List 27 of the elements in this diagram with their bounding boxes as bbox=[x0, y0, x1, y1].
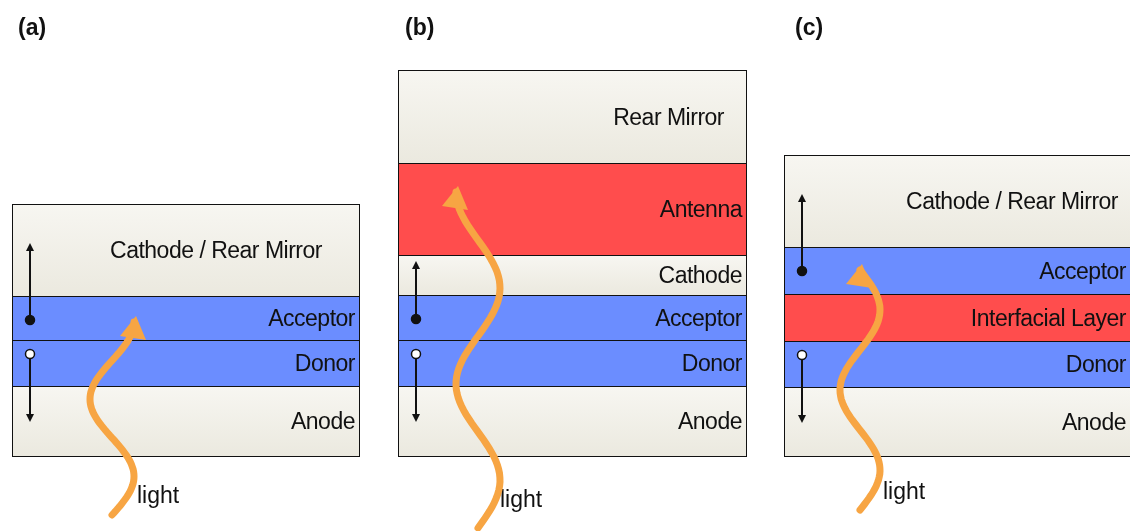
charge-arrow bbox=[410, 348, 422, 422]
layer-band: Rear Mirror bbox=[398, 70, 747, 164]
layer-band: Cathode / Rear Mirror bbox=[12, 204, 360, 297]
layer-band: Donor bbox=[12, 340, 360, 387]
charge-arrow bbox=[24, 243, 36, 326]
layer-band: Anode bbox=[12, 386, 360, 457]
layer-band: Antenna bbox=[398, 163, 747, 256]
light-label: light bbox=[883, 478, 926, 505]
layer-band: Acceptor bbox=[784, 247, 1130, 295]
layer-band: Anode bbox=[398, 386, 747, 457]
panel-label: (c) bbox=[795, 14, 824, 41]
panel-label: (b) bbox=[405, 14, 435, 41]
charge-arrow bbox=[796, 194, 808, 277]
light-label: light bbox=[137, 482, 180, 509]
layer-band: Acceptor bbox=[398, 295, 747, 341]
charge-arrow bbox=[796, 349, 808, 423]
layer-band: Interfacial Layer bbox=[784, 294, 1130, 342]
charge-arrow bbox=[410, 261, 422, 325]
layer-band: Cathode / Rear Mirror bbox=[784, 155, 1130, 248]
layer-band: Donor bbox=[398, 340, 747, 387]
layer-band: Acceptor bbox=[12, 296, 360, 341]
light-label: light bbox=[500, 486, 543, 513]
layer-band: Donor bbox=[784, 341, 1130, 388]
charge-arrow bbox=[24, 348, 36, 422]
panel-label: (a) bbox=[18, 14, 47, 41]
layer-band: Cathode bbox=[398, 255, 747, 296]
layer-band: Anode bbox=[784, 387, 1130, 457]
